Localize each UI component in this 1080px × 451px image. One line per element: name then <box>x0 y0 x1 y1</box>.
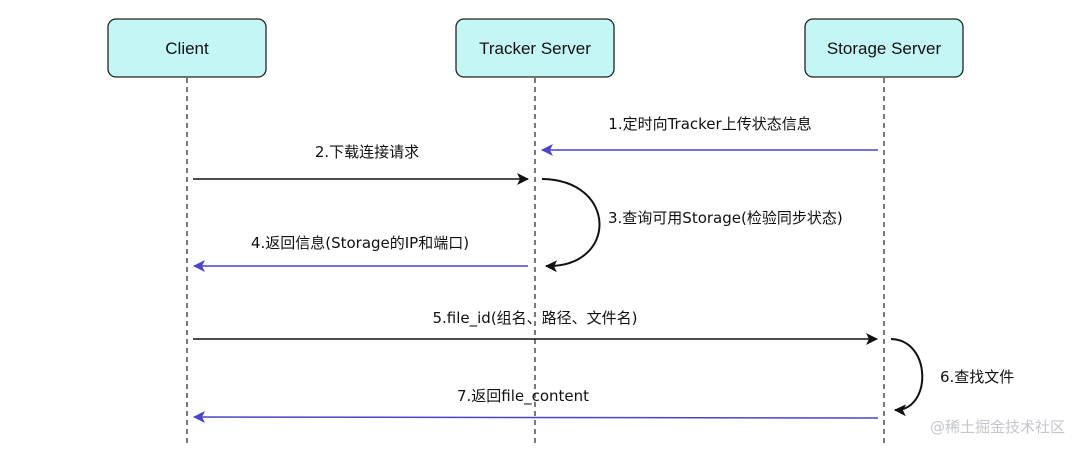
actor-tracker-server: Tracker Server <box>455 18 615 78</box>
message-3-label: 3.查询可用Storage(检验同步状态) <box>608 209 843 227</box>
message-6: 6.查找文件 <box>890 338 1014 417</box>
message-7-label: 7.返回file_content <box>457 387 589 406</box>
message-1: 1.定时向Tracker上传状态信息 <box>541 115 878 156</box>
actor-storage-server-label: Storage Server <box>827 39 942 58</box>
actor-client-box <box>107 18 267 78</box>
actor-client: Client <box>107 18 267 78</box>
message-2: 2.下载连接请求 <box>193 143 529 185</box>
message-5: 5.file_id(组名、路径、文件名) <box>193 309 878 345</box>
message-6-label: 6.查找文件 <box>940 368 1014 386</box>
actor-client-label: Client <box>165 39 209 58</box>
actor-storage-server: Storage Server <box>804 18 964 78</box>
message-4-label: 4.返回信息(Storage的IP和端口) <box>251 234 469 252</box>
message-4: 4.返回信息(Storage的IP和端口) <box>193 234 528 272</box>
message-7: 7.返回file_content <box>193 387 879 424</box>
message-2-label: 2.下载连接请求 <box>315 143 419 161</box>
message-5-label: 5.file_id(组名、路径、文件名) <box>432 309 637 328</box>
message-1-label: 1.定时向Tracker上传状态信息 <box>608 115 811 133</box>
message-3-self-loop-arrow <box>541 178 601 273</box>
actor-storage-server-box <box>804 18 964 78</box>
actor-tracker-server-box <box>455 18 615 78</box>
message-7-arrow <box>193 411 879 424</box>
message-6-self-loop-arrow <box>890 338 924 417</box>
actor-tracker-server-label: Tracker Server <box>479 39 591 58</box>
message-3: 3.查询可用Storage(检验同步状态) <box>541 178 843 273</box>
watermark-text: @稀土掘金技术社区 <box>930 418 1065 436</box>
